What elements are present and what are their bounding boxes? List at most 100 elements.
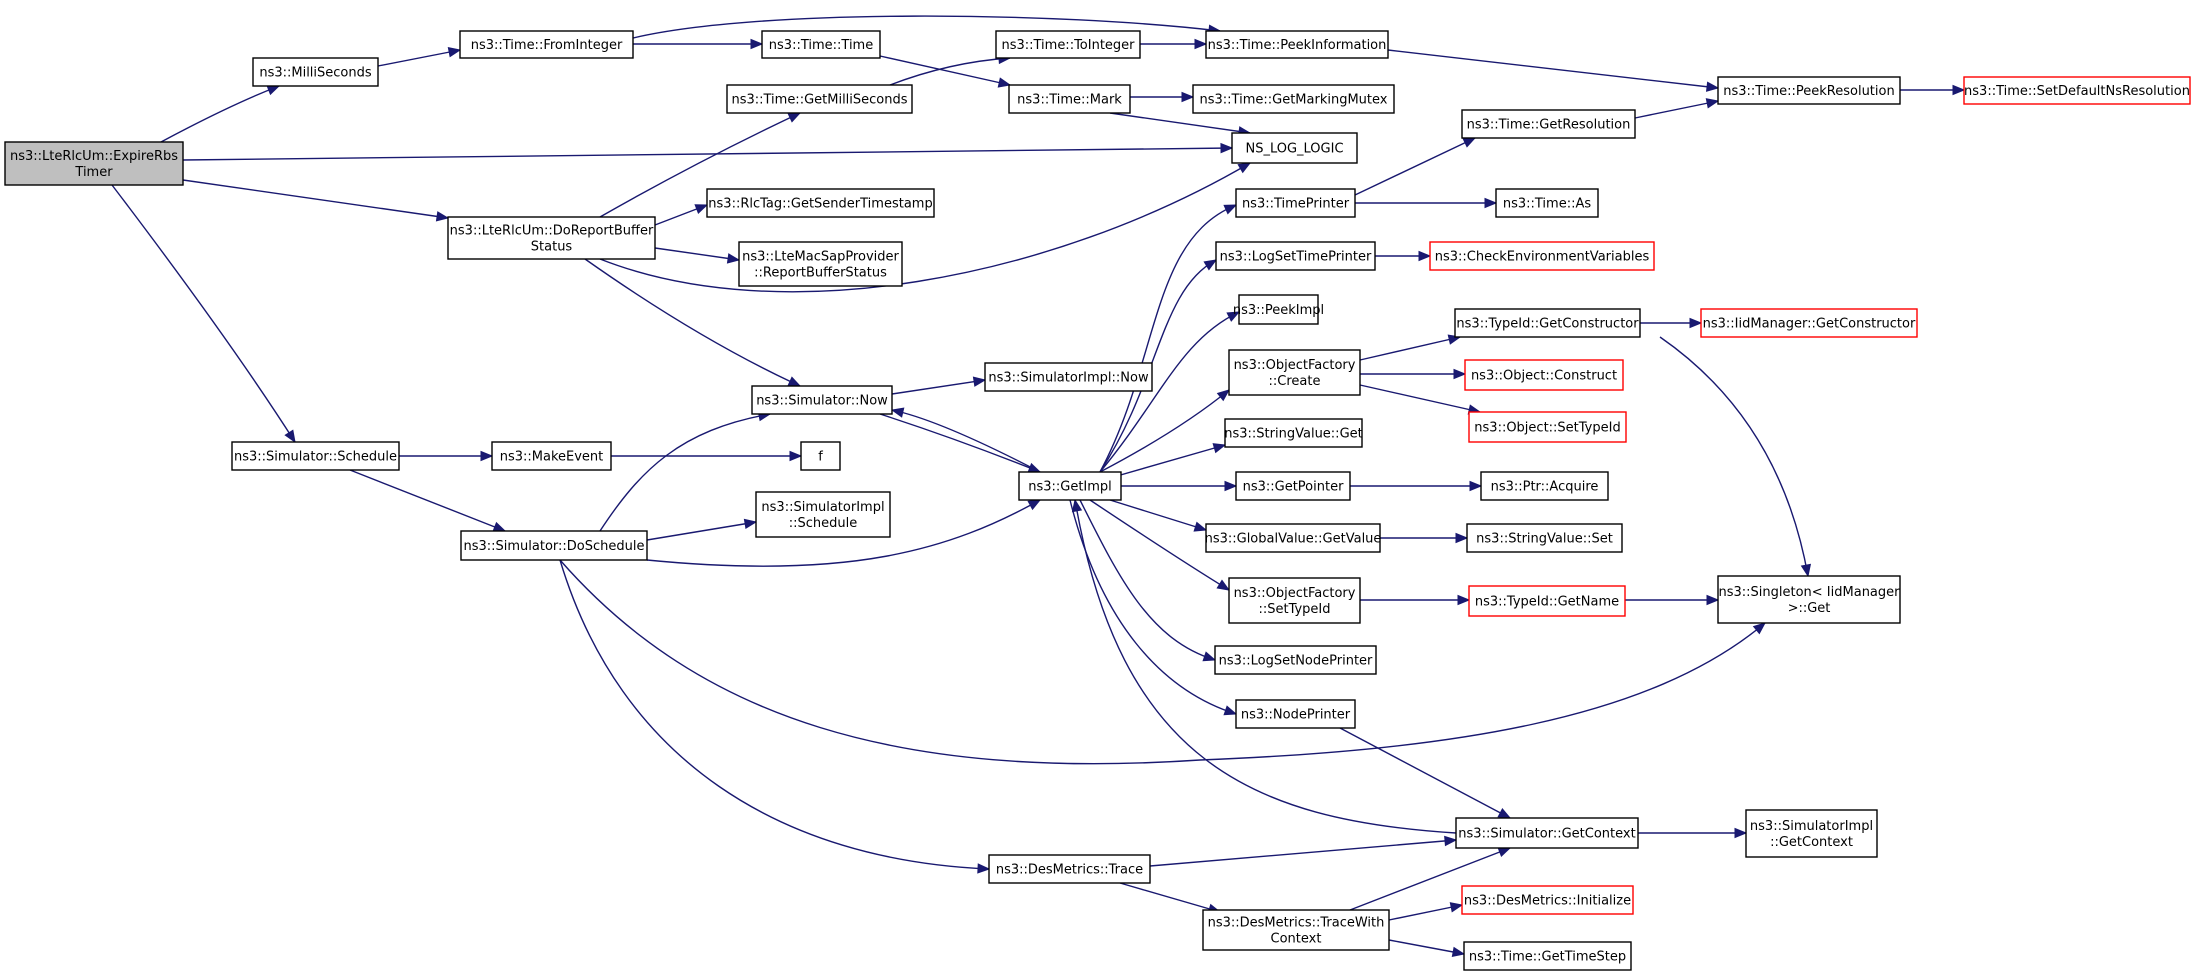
node-objsettypeid[interactable]: ns3::Object::SetTypeId bbox=[1468, 411, 1627, 443]
node-desinit[interactable]: ns3::DesMetrics::Initialize bbox=[1461, 885, 1634, 915]
node-simimplnow[interactable]: ns3::SimulatorImpl::Now bbox=[984, 362, 1153, 392]
node-globalgetvalue-box[interactable] bbox=[1205, 523, 1381, 553]
node-simimplschedule-box[interactable] bbox=[755, 491, 891, 538]
node-timeprinter-box[interactable] bbox=[1235, 188, 1356, 218]
node-objconstruct-box[interactable] bbox=[1464, 359, 1624, 391]
node-getimpl[interactable]: ns3::GetImpl bbox=[1018, 471, 1122, 501]
node-tracewith-box[interactable] bbox=[1202, 909, 1390, 951]
node-getres[interactable]: ns3::Time::GetResolution bbox=[1461, 109, 1636, 139]
node-ptracquire-box[interactable] bbox=[1480, 471, 1609, 501]
node-simgetctx[interactable]: ns3::Simulator::GetContext bbox=[1455, 817, 1639, 849]
node-timeprinter[interactable]: ns3::TimePrinter bbox=[1235, 188, 1356, 218]
node-globalgetvalue[interactable]: ns3::GlobalValue::GetValue bbox=[1205, 523, 1382, 553]
node-getpointer[interactable]: ns3::GetPointer bbox=[1235, 471, 1351, 501]
node-logsettime-box[interactable] bbox=[1215, 241, 1376, 271]
node-simschedule[interactable]: ns3::Simulator::Schedule bbox=[231, 441, 400, 471]
node-fromint[interactable]: ns3::Time::FromInteger bbox=[459, 30, 634, 59]
node-timetime-box[interactable] bbox=[761, 30, 881, 59]
node-desmetrace[interactable]: ns3::DesMetrics::Trace bbox=[988, 854, 1151, 884]
node-peekres[interactable]: ns3::Time::PeekResolution bbox=[1717, 76, 1901, 105]
node-doreport-box[interactable] bbox=[447, 216, 656, 260]
node-typeidgetctor[interactable]: ns3::TypeId::GetConstructor bbox=[1454, 308, 1641, 338]
node-iidgetctor[interactable]: ns3::IidManager::GetConstructor bbox=[1700, 308, 1918, 338]
node-setdefres[interactable]: ns3::Time::SetDefaultNsResolution bbox=[1963, 76, 2191, 105]
node-ptracquire[interactable]: ns3::Ptr::Acquire bbox=[1480, 471, 1609, 501]
node-rlctag-box[interactable] bbox=[706, 188, 935, 218]
node-fromint-box[interactable] bbox=[459, 30, 634, 59]
node-simschedule-box[interactable] bbox=[231, 441, 400, 471]
node-getimpl-box[interactable] bbox=[1018, 471, 1122, 501]
node-mark[interactable]: ns3::Time::Mark bbox=[1008, 84, 1131, 114]
node-expire-box[interactable] bbox=[4, 141, 184, 186]
node-peekres-box[interactable] bbox=[1717, 76, 1901, 105]
node-timeas-box[interactable] bbox=[1495, 188, 1599, 218]
node-f-box[interactable] bbox=[800, 441, 841, 471]
node-singleton-box[interactable] bbox=[1717, 575, 1901, 624]
node-peekimpl-box[interactable] bbox=[1238, 294, 1319, 325]
node-toint[interactable]: ns3::Time::ToInteger bbox=[995, 30, 1141, 59]
node-logsetnode-box[interactable] bbox=[1214, 645, 1377, 675]
node-typeidgetname[interactable]: ns3::TypeId::GetName bbox=[1468, 585, 1626, 617]
node-ltemacsap[interactable]: ns3::LteMacSapProvider::ReportBufferStat… bbox=[738, 241, 903, 287]
node-peekimpl[interactable]: ns3::PeekImpl bbox=[1233, 294, 1324, 325]
node-getms[interactable]: ns3::Time::GetMilliSeconds bbox=[726, 84, 913, 114]
node-checkenv-box[interactable] bbox=[1429, 241, 1655, 271]
node-nodeprinter[interactable]: ns3::NodePrinter bbox=[1235, 699, 1356, 729]
node-getpointer-box[interactable] bbox=[1235, 471, 1351, 501]
node-timetime[interactable]: ns3::Time::Time bbox=[761, 30, 881, 59]
node-timestep-box[interactable] bbox=[1463, 941, 1632, 971]
node-mark-box[interactable] bbox=[1008, 84, 1131, 114]
node-simgetctx-box[interactable] bbox=[1455, 817, 1639, 849]
node-desmetrace-box[interactable] bbox=[988, 854, 1151, 884]
node-nslog[interactable]: NS_LOG_LOGIC bbox=[1231, 132, 1358, 164]
node-typeidgetname-box[interactable] bbox=[1468, 585, 1626, 617]
node-simimplgetctx[interactable]: ns3::SimulatorImpl::GetContext bbox=[1745, 809, 1878, 858]
node-dosched-box[interactable] bbox=[460, 530, 648, 561]
node-getms-box[interactable] bbox=[726, 84, 913, 114]
node-checkenv[interactable]: ns3::CheckEnvironmentVariables bbox=[1429, 241, 1655, 271]
node-singleton[interactable]: ns3::Singleton< IidManager >::Get bbox=[1717, 575, 1901, 624]
node-timeas[interactable]: ns3::Time::As bbox=[1495, 188, 1599, 218]
node-objsettypeid-box[interactable] bbox=[1468, 411, 1627, 443]
node-getres-box[interactable] bbox=[1461, 109, 1636, 139]
node-setdefres-box[interactable] bbox=[1963, 76, 2191, 105]
node-desinit-box[interactable] bbox=[1461, 885, 1634, 915]
node-dosched[interactable]: ns3::Simulator::DoSchedule bbox=[460, 530, 648, 561]
node-milli[interactable]: ns3::MilliSeconds bbox=[252, 57, 379, 87]
node-timestep[interactable]: ns3::Time::GetTimeStep bbox=[1463, 941, 1632, 971]
node-iidgetctor-box[interactable] bbox=[1700, 308, 1918, 338]
node-makeevent-box[interactable] bbox=[491, 441, 612, 471]
node-stringvalset[interactable]: ns3::StringValue::Set bbox=[1466, 523, 1623, 553]
node-stringvalget-box[interactable] bbox=[1224, 418, 1363, 448]
node-objfsettypeid[interactable]: ns3::ObjectFactory::SetTypeId bbox=[1228, 577, 1361, 624]
node-f[interactable]: f bbox=[800, 441, 841, 471]
node-simnow-box[interactable] bbox=[751, 385, 893, 415]
node-simimplgetctx-box[interactable] bbox=[1745, 809, 1878, 858]
node-simnow[interactable]: ns3::Simulator::Now bbox=[751, 385, 893, 415]
node-stringvalset-box[interactable] bbox=[1466, 523, 1623, 553]
node-getmarkmutex-box[interactable] bbox=[1192, 84, 1395, 114]
node-toint-box[interactable] bbox=[995, 30, 1141, 59]
node-peekinfo[interactable]: ns3::Time::PeekInformation bbox=[1205, 30, 1389, 59]
node-typeidgetctor-box[interactable] bbox=[1454, 308, 1641, 338]
node-nodeprinter-box[interactable] bbox=[1235, 699, 1356, 729]
node-peekinfo-box[interactable] bbox=[1205, 30, 1389, 59]
node-rlctag[interactable]: ns3::RlcTag::GetSenderTimestamp bbox=[706, 188, 935, 218]
node-logsettime[interactable]: ns3::LogSetTimePrinter bbox=[1215, 241, 1376, 271]
node-logsetnode[interactable]: ns3::LogSetNodePrinter bbox=[1214, 645, 1377, 675]
node-objfsettypeid-box[interactable] bbox=[1228, 577, 1361, 624]
node-simimplschedule[interactable]: ns3::SimulatorImpl::Schedule bbox=[755, 491, 891, 538]
node-nslog-box[interactable] bbox=[1231, 132, 1358, 164]
node-ltemacsap-box[interactable] bbox=[738, 241, 903, 287]
node-makeevent[interactable]: ns3::MakeEvent bbox=[491, 441, 612, 471]
node-objfcreate[interactable]: ns3::ObjectFactory::Create bbox=[1228, 349, 1361, 396]
node-simimplnow-box[interactable] bbox=[984, 362, 1153, 392]
node-getmarkmutex[interactable]: ns3::Time::GetMarkingMutex bbox=[1192, 84, 1395, 114]
node-objfcreate-box[interactable] bbox=[1228, 349, 1361, 396]
node-stringvalget[interactable]: ns3::StringValue::Get bbox=[1224, 418, 1363, 448]
node-milli-box[interactable] bbox=[252, 57, 379, 87]
node-objconstruct[interactable]: ns3::Object::Construct bbox=[1464, 359, 1624, 391]
